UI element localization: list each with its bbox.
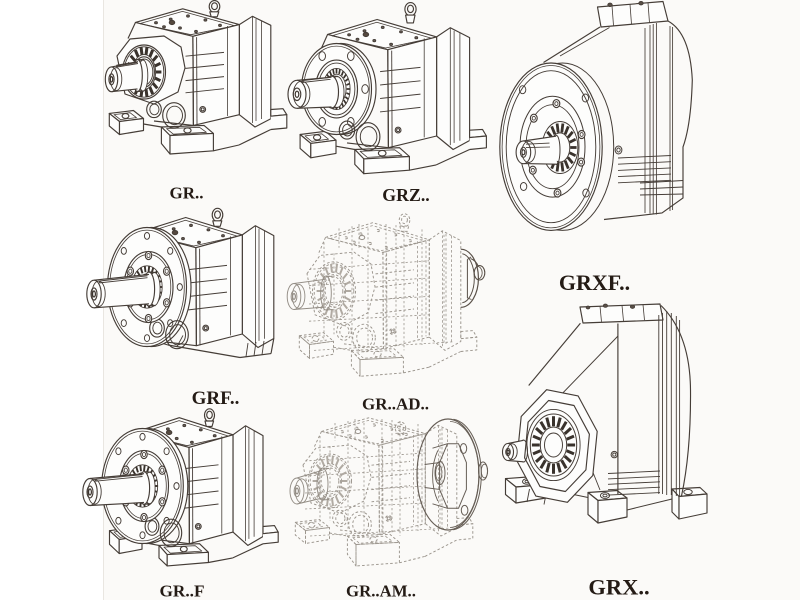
svg-text:GR..AM..: GR..AM.. (346, 582, 416, 600)
svg-text:GR..: GR.. (170, 184, 204, 203)
svg-text:GRX..: GRX.. (588, 575, 649, 600)
svg-text:GRXF..: GRXF.. (559, 270, 630, 295)
svg-text:GRF..: GRF.. (192, 388, 240, 409)
svg-text:GR..F: GR..F (159, 582, 204, 600)
svg-text:GRZ..: GRZ.. (382, 185, 429, 205)
svg-text:GR..AD..: GR..AD.. (362, 395, 429, 414)
